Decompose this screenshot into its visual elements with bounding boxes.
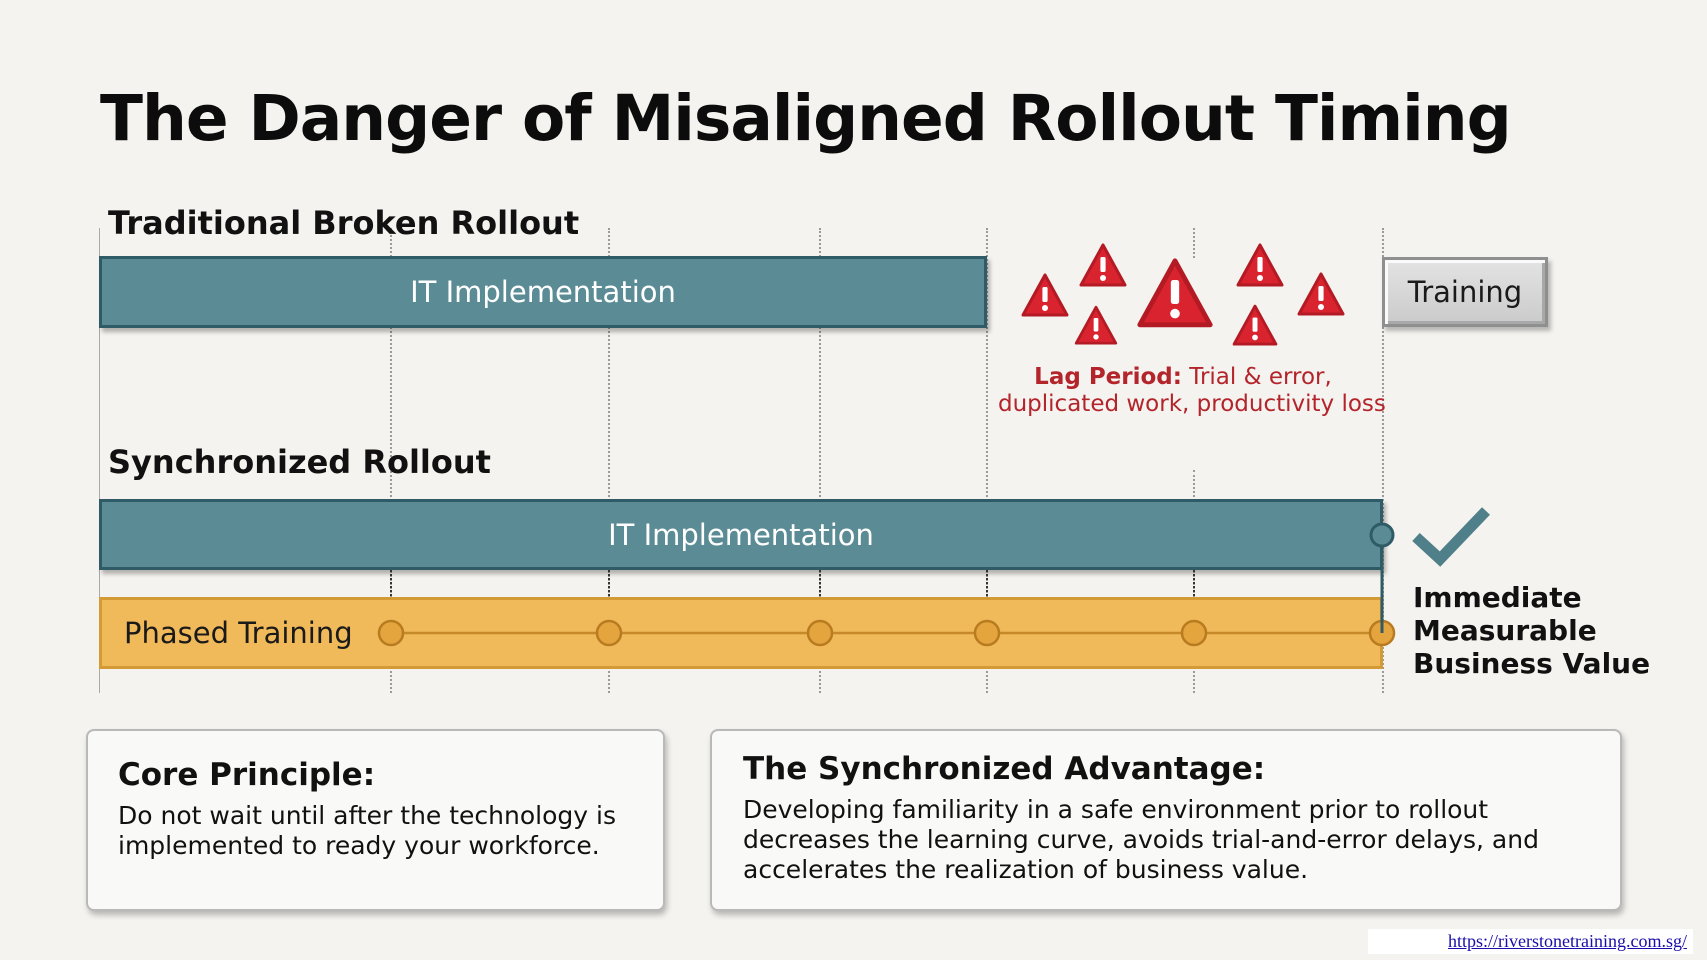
synchronized-advantage-card: The Synchronized Advantage: Developing f…: [710, 729, 1622, 911]
phased-training-label: Phased Training: [124, 616, 353, 650]
warning-icons-cluster: [1021, 243, 1345, 346]
synchronized-it-implementation-bar: IT Implementation: [99, 499, 1383, 570]
page-title: The Danger of Misaligned Rollout Timing: [100, 82, 1512, 155]
warning-icon: [1297, 272, 1345, 316]
traditional-it-implementation-bar: IT Implementation: [99, 256, 987, 328]
synchronized-advantage-title: The Synchronized Advantage:: [743, 751, 1266, 787]
result-line-3: Business Value: [1413, 647, 1651, 680]
lag-period-caption: Lag Period: Trial & error, duplicated wo…: [998, 364, 1386, 418]
grid-line: [1382, 228, 1384, 693]
synchronized-advantage-body: Developing familiarity in a safe environ…: [743, 795, 1539, 884]
grid-line: [1193, 228, 1195, 258]
result-line-2: Measurable: [1413, 614, 1597, 647]
warning-icon: [1232, 304, 1278, 346]
timeline-axis: [99, 228, 100, 693]
lag-period-desc-1: Trial & error,: [1181, 364, 1332, 390]
core-principle-body: Do not wait until after the technology i…: [118, 801, 616, 860]
traditional-rollout-label: Traditional Broken Rollout: [108, 204, 580, 242]
warning-icon: [1236, 243, 1284, 287]
phased-training-bar: Phased Training: [99, 597, 1383, 669]
checkmark-icon: [1412, 507, 1490, 567]
result-line-1: Immediate: [1413, 581, 1582, 614]
warning-icon: [1079, 243, 1127, 287]
lag-period-label: Lag Period:: [1034, 364, 1182, 390]
warning-icon: [1021, 273, 1069, 317]
footer-url-link[interactable]: https://riverstonetraining.com.sg/: [1368, 929, 1693, 954]
synchronized-rollout-label: Synchronized Rollout: [108, 443, 491, 481]
lag-period-desc-2: duplicated work, productivity loss: [998, 391, 1386, 417]
warning-icon: [1074, 305, 1118, 345]
core-principle-title: Core Principle:: [118, 757, 376, 793]
warning-icon: [1140, 261, 1210, 325]
business-value-result: Immediate Measurable Business Value: [1413, 581, 1650, 680]
late-training-box: Training: [1382, 257, 1548, 327]
core-principle-card: Core Principle: Do not wait until after …: [86, 729, 665, 911]
grid-line: [608, 228, 610, 693]
grid-line: [390, 228, 392, 693]
grid-line: [819, 228, 821, 693]
grid-line: [986, 228, 988, 693]
